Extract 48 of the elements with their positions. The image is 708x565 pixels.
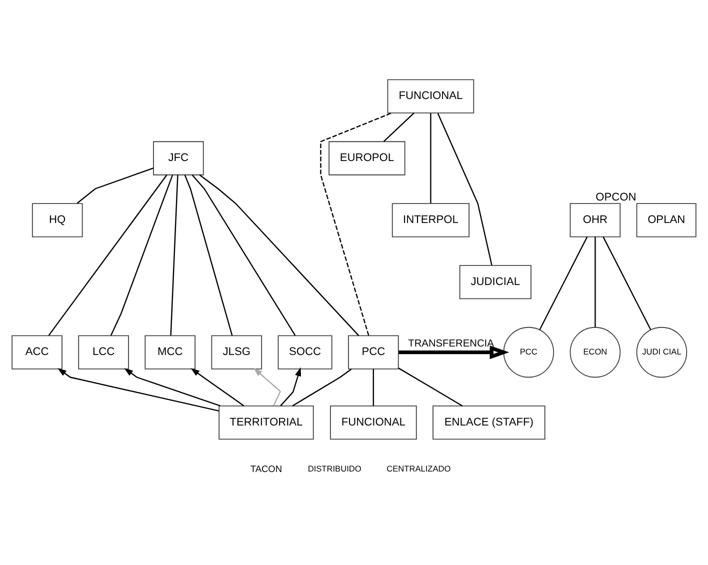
connector: [170, 174, 178, 335]
edge-label: TRANSFERENCIA: [408, 338, 494, 350]
arrow: [190, 368, 244, 406]
connector: [372, 368, 374, 406]
node-box: HQ: [32, 202, 83, 237]
node-label: OPCON: [596, 190, 636, 203]
connector: [430, 112, 432, 203]
node-box: MCC: [144, 334, 196, 369]
node-box: INTERPOL: [392, 202, 470, 237]
node-circle: JUDI CIAL: [636, 326, 688, 378]
arrow: [124, 368, 220, 406]
connector: [110, 174, 174, 336]
connector: [192, 174, 296, 336]
node-box: PCC: [348, 334, 399, 369]
connector: [594, 236, 596, 327]
connector: [184, 174, 233, 336]
label: CENTRALIZADO: [386, 463, 451, 474]
arrow: [398, 345, 510, 359]
node-box: OPLAN: [636, 202, 696, 237]
connector: [383, 112, 414, 142]
node-box: ENLACE (STAFF): [432, 404, 546, 440]
connector: [320, 112, 392, 336]
arrow: [280, 366, 302, 406]
connector: [398, 367, 463, 406]
node-box: TERRITORIAL: [218, 404, 314, 440]
node-box: LCC: [78, 334, 129, 369]
node-box: OHR: [570, 202, 621, 237]
node-box: FUNCIONAL: [387, 78, 474, 113]
connector: [437, 112, 492, 265]
connector: [292, 368, 352, 406]
node-box: ACC: [12, 334, 62, 369]
arrow: [58, 368, 220, 412]
node-circle: PCC: [503, 326, 554, 378]
label: DISTRIBUIDO: [308, 463, 362, 474]
connector: [199, 174, 360, 336]
node-box: EUROPOL: [328, 140, 406, 175]
connector: [48, 174, 168, 336]
connector: [539, 236, 588, 330]
node-box: JLSG: [211, 334, 262, 369]
arrow: [253, 367, 281, 406]
label: TACON: [250, 463, 282, 474]
node-circle: ECON: [570, 326, 621, 378]
node-box: FUNCIONAL: [330, 404, 417, 440]
node-box: JUDICIAL: [459, 264, 532, 299]
node-box: SOCC: [278, 334, 332, 369]
connector: [602, 236, 652, 330]
connector: [76, 166, 154, 204]
node-box: JFC: [153, 140, 204, 175]
